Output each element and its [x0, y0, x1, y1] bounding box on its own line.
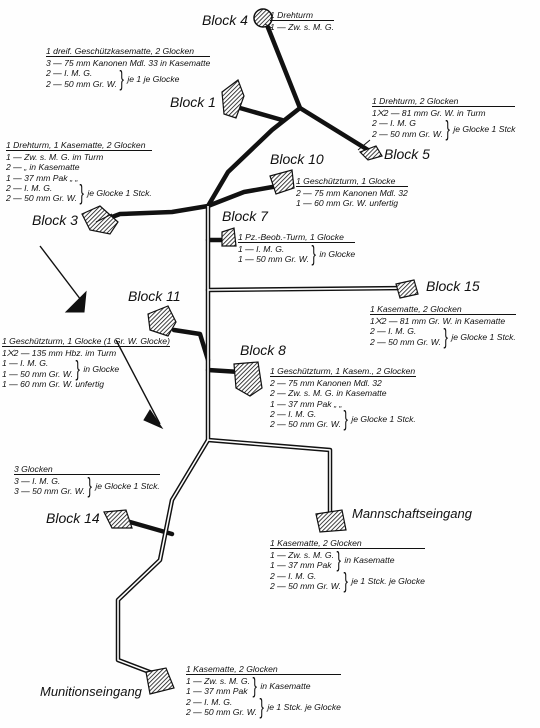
block4-label: Block 4 [202, 12, 248, 28]
tunnel-to-block3 [101, 203, 211, 223]
tunnel-to-block4 [205, 17, 303, 209]
block10-label: Block 10 [270, 151, 324, 167]
block11-label: Block 11 [128, 288, 181, 304]
block15-shape [395, 279, 419, 299]
block14-label: Block 14 [46, 510, 100, 526]
block5-shape [358, 145, 383, 161]
note-block4: 1 Drehturm 1 — Zw. s. M. G. [270, 10, 334, 33]
block3-label: Block 3 [32, 212, 78, 228]
block8-label: Block 8 [240, 342, 286, 358]
block4-turret [253, 8, 273, 28]
north-arrow [39, 245, 164, 430]
tunnel-to-block10 [205, 183, 281, 209]
block5-label: Block 5 [384, 146, 430, 162]
block15-label: Block 15 [426, 278, 480, 294]
note-block10: 1 Geschützturm, 1 Glocke 2 — 75 mm Kanon… [296, 176, 408, 209]
block14-shape [103, 509, 133, 529]
note-block8: 1 Geschützturm, 1 Kasem., 2 Glocken 2 — … [270, 366, 416, 432]
note-block1: 1 dreif. Geschützkasematte, 2 Glocken 3 … [46, 46, 211, 91]
munitionseingang-label: Munitionseingang [40, 684, 142, 699]
tunnel-to-block11 [171, 327, 211, 363]
note-block15: 1 Kasematte, 2 Glocken 1⨉2 — 81 mm Gr. W… [370, 304, 516, 349]
note-mannschaft: 1 Kasematte, 2 Glocken 1 — Zw. s. M. G. … [270, 538, 425, 593]
note-block11: 1 Geschützturm, 1 Glocke (1 Gr. W. Glock… [2, 336, 170, 389]
note-block5: 1 Drehturm, 2 Glocken 1⨉2 — 81 mm Gr. W.… [372, 96, 516, 141]
block8-shape [233, 361, 263, 397]
note-munition: 1 Kasematte, 2 Glocken 1 — Zw. s. M. G. … [186, 664, 341, 719]
tunnel-to-block5 [297, 105, 371, 153]
note-block14: 3 Glocken 3 — I. M. G. 3 — 50 mm Gr. W. … [14, 464, 160, 499]
block7-label: Block 7 [222, 208, 268, 224]
note-block3: 1 Drehturm, 1 Kasematte, 2 Glocken 1 — Z… [6, 140, 152, 206]
tunnel-to-block1 [237, 105, 285, 123]
block11-shape [147, 305, 177, 337]
mannschaft-shape [315, 509, 347, 533]
tunnel-to-mannschaft [205, 437, 333, 523]
block1-shape [221, 79, 245, 119]
mannschaftseingang-label: Mannschaftseingang [352, 506, 472, 521]
block1-label: Block 1 [170, 94, 216, 110]
munition-shape [145, 667, 175, 695]
note-block7: 1 Pz.-Beob.-Turm, 1 Glocke 1 — I. M. G. … [238, 232, 356, 267]
block7-shape [221, 227, 237, 247]
block10-shape [269, 169, 295, 195]
